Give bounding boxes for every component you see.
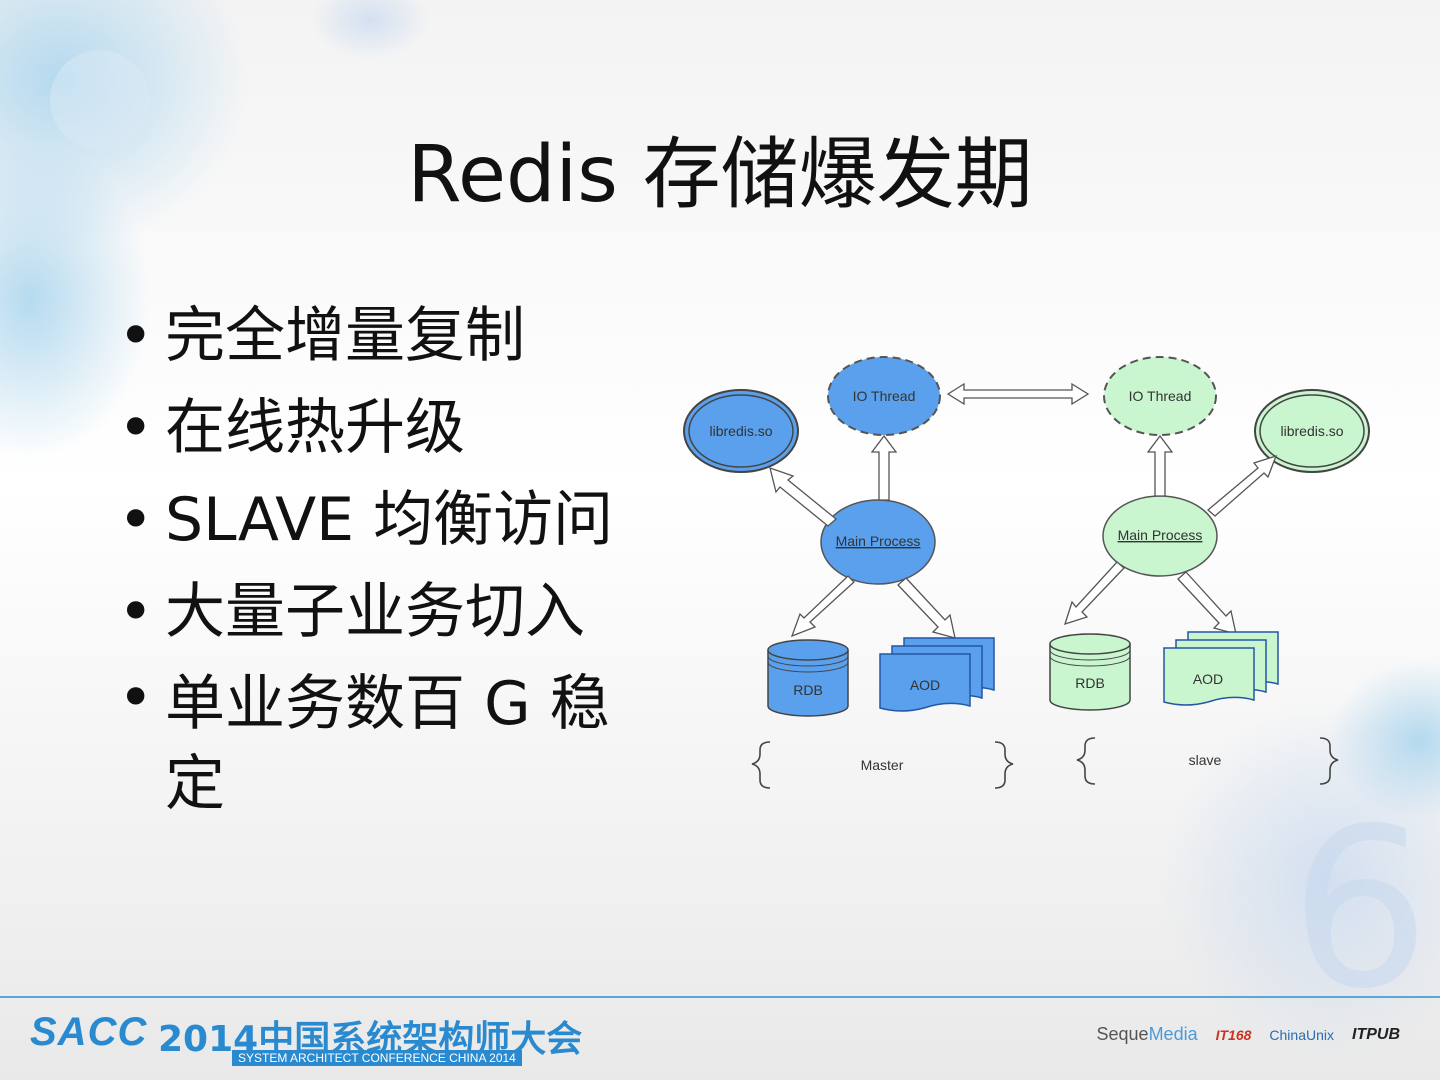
master-rdb-node: [767, 639, 849, 717]
sacc-logo: SACC: [30, 1010, 148, 1054]
bullet-text: 大量子业务切入: [165, 577, 585, 647]
slave-group-label: slave: [1189, 752, 1222, 768]
bullet-item: •在线热升级: [118, 382, 658, 474]
master-brace: [751, 741, 1014, 789]
master-rdb-label: RDB: [793, 682, 823, 698]
sponsor-sequemedia-b: Media: [1148, 1024, 1198, 1044]
footer-divider: [0, 996, 1440, 998]
bullet-dot: •: [118, 485, 154, 555]
bullet-text: SLAVE 均衡访问: [165, 485, 614, 555]
sponsor-it168-logo: IT168: [1215, 1026, 1252, 1043]
slave-libredis-label: libredis.so: [1280, 423, 1343, 439]
bullet-dot: •: [118, 663, 154, 733]
sponsor-sequemedia-a: Seque: [1096, 1024, 1149, 1044]
bullet-item: •大量子业务切入: [118, 566, 658, 658]
slide-title: Redis 存储爆发期: [407, 130, 1033, 220]
slave-brace: [1076, 737, 1339, 785]
master-main-process-label: Main Process: [836, 533, 921, 549]
master-io-thread-label: IO Thread: [853, 388, 916, 404]
master-libredis-node: [683, 389, 799, 473]
bullet-dot: •: [118, 577, 154, 647]
slave-libredis-node: [1254, 389, 1370, 473]
master-arrows: [769, 434, 956, 639]
slave-aod-node: [1163, 631, 1279, 706]
footer: SACC 2014中国系统架构师大会 SYSTEM ARCHITECT CONF…: [0, 996, 1440, 1080]
conference-title-en: SYSTEM ARCHITECT CONFERENCE CHINA 2014: [232, 1050, 522, 1066]
slave-arrows: [1063, 434, 1278, 635]
slave-rdb-node: [1049, 633, 1131, 711]
slave-io-thread-label: IO Thread: [1129, 388, 1192, 404]
master-aod-label: AOD: [910, 677, 940, 693]
bullet-dot: •: [118, 301, 154, 371]
bullet-item: •SLAVE 均衡访问: [118, 474, 658, 566]
sponsor-sequemedia-logo: SequeMedia: [1097, 1024, 1198, 1045]
sponsor-itpub-logo: ITPUB: [1352, 1025, 1400, 1043]
slave-main-process-label: Main Process: [1118, 527, 1203, 543]
sponsor-logos: SequeMedia IT168 ChinaUnix ITPUB: [1097, 1024, 1401, 1045]
bullet-text: 完全增量复制: [165, 301, 525, 371]
master-aod-node: [879, 637, 995, 712]
master-main-process-node: [820, 499, 936, 585]
bullet-dot: •: [118, 393, 154, 463]
bullet-text: 单业务数百 G 稳定: [165, 669, 610, 819]
master-io-thread-node: [827, 356, 941, 436]
slave-aod-label: AOD: [1193, 671, 1223, 687]
bullet-item: •单业务数百 G 稳定: [118, 658, 658, 824]
io-thread-link-arrow: [946, 382, 1090, 406]
slave-rdb-label: RDB: [1075, 675, 1105, 691]
master-group-label: Master: [861, 757, 904, 773]
bullet-text: 在线热升级: [165, 393, 465, 463]
bullet-item: •完全增量复制: [118, 290, 658, 382]
master-libredis-label: libredis.so: [709, 423, 772, 439]
sponsor-chinaunix-logo: ChinaUnix: [1269, 1026, 1334, 1043]
bullet-list: •完全增量复制 •在线热升级 •SLAVE 均衡访问 •大量子业务切入 •单业务…: [118, 290, 658, 824]
svg-text:6: 6: [1290, 781, 1430, 1037]
slave-io-thread-node: [1103, 356, 1217, 436]
redis-replication-diagram: IO Thread libredis.so Main Process RDB A…: [683, 356, 1370, 789]
